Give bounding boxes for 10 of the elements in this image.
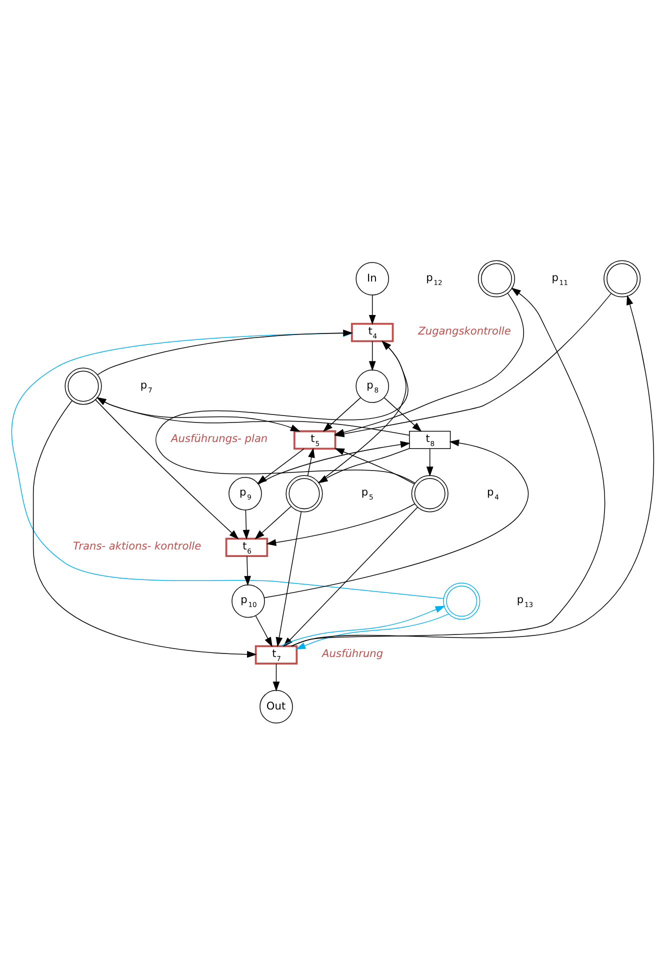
node-label: Trans- aktions- kontrolle xyxy=(73,540,202,552)
node-label: p$_{4}$ xyxy=(487,486,499,502)
node-label: p$_{5}$ xyxy=(361,486,374,502)
node-label: Ausführung xyxy=(322,648,384,660)
node-label: p$_{13}$ xyxy=(516,594,534,610)
node-label: p$_{11}$ xyxy=(552,272,568,287)
node-label: Ausführungs- plan xyxy=(171,432,268,445)
node-label: p$_{12}$ xyxy=(426,272,442,287)
node-label: Zugangskontrolle xyxy=(418,326,511,338)
node-label: p$_{7}$ xyxy=(140,379,152,394)
